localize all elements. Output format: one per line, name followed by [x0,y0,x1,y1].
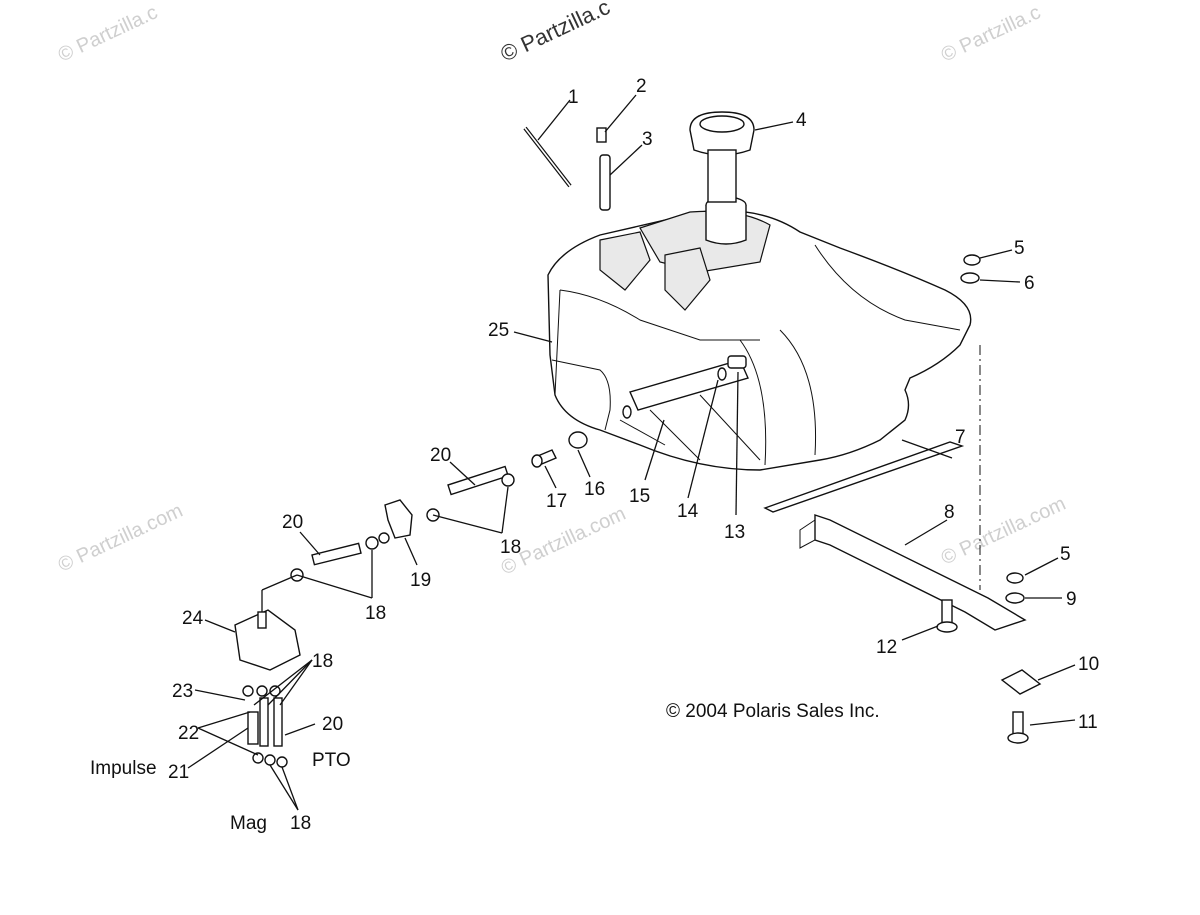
callout-20: 20 [322,714,343,735]
callout-13: 13 [724,522,745,543]
fuel-elbow [378,499,413,544]
fuel-pump [234,574,301,671]
callout-20: 20 [430,445,451,466]
mag-label: Mag [230,813,267,834]
callout-11: 11 [1078,712,1098,733]
callout-12: 12 [876,637,897,658]
hose-clamp [501,473,515,487]
callout-24: 24 [182,608,204,629]
callout-4: 4 [796,110,807,131]
callout-labels: 1 2 3 4 5 6 25 7 20 17 16 15 14 13 8 20 … [168,76,1099,834]
callout-18: 18 [365,603,386,624]
leader-lines [187,94,1076,811]
bolt [1007,711,1029,744]
callout-3: 3 [642,129,653,150]
washer [1005,592,1025,604]
watermark: © Partzilla.com [55,500,186,577]
nut [963,254,981,266]
vent-hose [599,154,611,211]
fuel-tank [547,196,972,471]
grommet-plate [1000,669,1042,695]
watermark: © Partzilla.c [497,0,614,67]
tank-bracket [799,514,1027,631]
fuel-hose [311,542,362,566]
fuel-pickup [622,355,749,419]
vent-line [523,126,572,188]
callout-6: 6 [1024,273,1035,294]
callout-1: 1 [568,87,579,108]
nut [1006,572,1024,584]
fuel-fitting [531,449,557,468]
callout-25: 25 [488,320,509,341]
callout-18: 18 [290,813,311,834]
callout-15: 15 [629,486,650,507]
watermark: © Partzilla.com [938,493,1069,570]
callout-5: 5 [1060,544,1071,565]
callout-20: 20 [282,512,303,533]
callout-16: 16 [584,479,605,500]
callout-7: 7 [955,427,966,448]
copyright-notice: © 2004 Polaris Sales Inc. [666,701,880,722]
callout-18: 18 [312,651,333,672]
watermark: © Partzilla.c [55,1,161,66]
callout-2: 2 [636,76,647,97]
callout-18: 18 [500,537,521,558]
callout-10: 10 [1078,654,1099,675]
fuel-hose [447,465,510,496]
callout-19: 19 [410,570,431,591]
grommet [568,431,588,449]
pump-hoses [242,685,288,768]
callout-22: 22 [178,723,199,744]
callout-23: 23 [172,681,193,702]
vent-fitting [596,127,607,143]
callout-21: 21 [168,762,189,783]
hose-clamp [365,536,379,550]
impulse-label: Impulse [90,758,157,779]
callout-9: 9 [1066,589,1077,610]
pto-label: PTO [312,750,351,771]
callout-8: 8 [944,502,955,523]
callout-17: 17 [546,491,567,512]
watermark: © Partzilla.c [938,1,1044,66]
fuel-cap [689,111,755,203]
washer [960,272,980,284]
callout-5: 5 [1014,238,1025,259]
callout-14: 14 [677,501,699,522]
insulator-strip [763,441,965,513]
